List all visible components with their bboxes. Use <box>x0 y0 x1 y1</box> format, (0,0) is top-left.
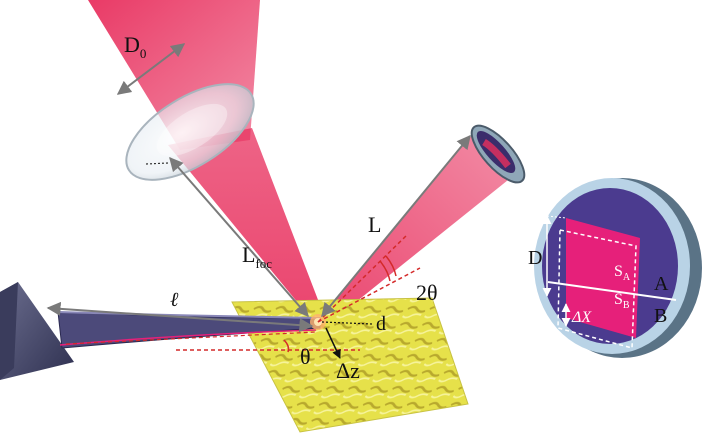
detector-split-line <box>547 281 677 301</box>
focal-length-label: Lfoc <box>242 242 272 271</box>
photodetector <box>534 178 702 358</box>
detector-spot-size-label: D <box>528 247 542 269</box>
deflection-angle-label: 2θ <box>416 280 438 305</box>
tilt-angle-arc <box>283 339 290 353</box>
segment-a-label: A <box>654 273 669 295</box>
segment-a-signal-label: SA <box>614 263 631 283</box>
cantilever-length-arrow <box>46 301 314 333</box>
beam-diameter-label: D0 <box>124 32 146 61</box>
tip-height-label: d <box>376 313 386 335</box>
detector-mirror <box>470 124 526 184</box>
segment-b-label: B <box>654 305 667 327</box>
detector-spot <box>566 218 640 338</box>
detector-distance-label: L <box>368 212 381 237</box>
detector-distance-arrow <box>321 134 471 318</box>
cantilever-length-label: ℓ <box>170 289 179 311</box>
cantilever-base <box>0 282 74 380</box>
tilt-angle-label: θ <box>300 344 311 369</box>
beam-diameter-arrow <box>116 43 186 95</box>
displacement-label: Δz <box>336 358 360 383</box>
shifted-spot-outline <box>557 229 637 349</box>
segment-b-signal-label: SB <box>614 291 630 311</box>
focal-length-arrow <box>169 156 309 318</box>
spot-shift-label: ΔX <box>571 309 592 326</box>
displacement-arrow <box>325 327 341 359</box>
